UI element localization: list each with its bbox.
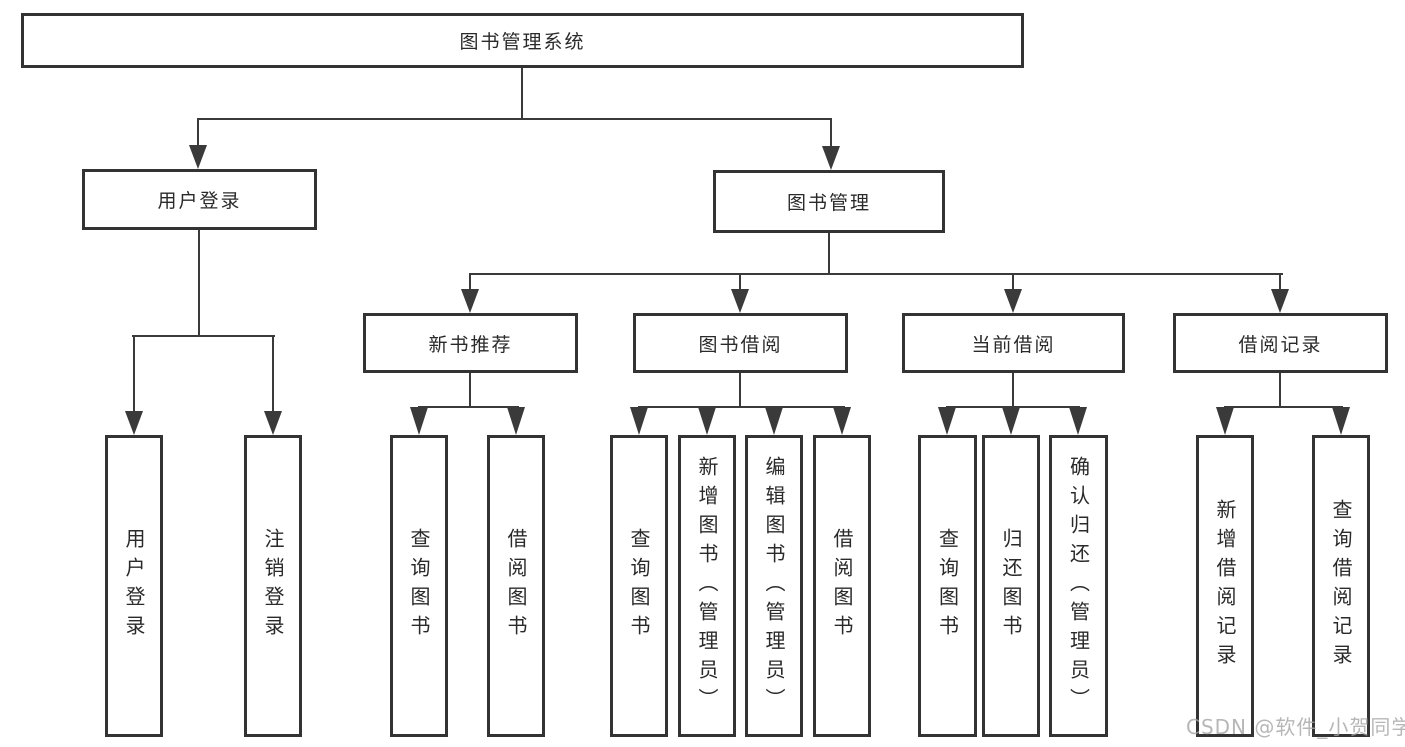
connector-user-login-stub (198, 229, 200, 337)
node-new-book: 新书推荐 (363, 313, 578, 373)
node-user-login: 用户登录 (82, 169, 317, 230)
node-root: 图书管理系统 (21, 13, 1024, 68)
connector-book-mgmt-stub (828, 231, 830, 275)
leaf-newbook-borrow: 借阅图书 (487, 435, 545, 737)
leaf-borrow-edit-label: 编辑图书（管理员） (762, 455, 786, 717)
arrowhead-leaf-d2 (1002, 407, 1020, 435)
leaf-current-return-label: 归还图书 (999, 528, 1023, 644)
arrowhead-leaf-c3 (765, 407, 783, 435)
node-book-borrow-label: 图书借阅 (698, 333, 783, 356)
connector-bus-book-mgmt (469, 273, 1283, 275)
leaf-borrow-query: 查询图书 (610, 435, 668, 737)
leaf-current-query: 查询图书 (918, 435, 977, 737)
arrowhead-borrow-records (1271, 289, 1289, 313)
leaf-borrow-add-label: 新增图书（管理员） (695, 455, 719, 717)
node-new-book-label: 新书推荐 (428, 333, 513, 356)
leaf-record-add: 新增借阅记录 (1196, 435, 1254, 737)
connector-bus-user-login (132, 335, 275, 337)
watermark: CSDN @软件_小贺同学 (1186, 715, 1405, 739)
arrowhead-leaf-e2 (1332, 407, 1350, 435)
node-root-label: 图书管理系统 (459, 31, 586, 53)
leaf-logout: 注销登录 (244, 435, 302, 737)
arrowhead-leaf-d3 (1069, 407, 1087, 435)
leaf-current-confirm-label: 确认归还（管理员） (1066, 455, 1091, 717)
leaf-borrow-query-label: 查询图书 (627, 528, 651, 644)
connector-drop-leaf-a1 (133, 335, 135, 413)
leaf-record-add-label: 新增借阅记录 (1213, 499, 1237, 673)
arrowhead-leaf-b2 (507, 407, 525, 435)
arrowhead-leaf-a1 (125, 411, 143, 435)
arrowhead-book-borrow (731, 289, 749, 313)
connector-drop-current-borrow (1012, 273, 1014, 293)
leaf-borrow-edit: 编辑图书（管理员） (745, 435, 803, 737)
connector-bus-book-borrow (638, 406, 845, 408)
leaf-current-return: 归还图书 (982, 435, 1040, 737)
connector-bus-borrow-records (1224, 406, 1343, 408)
leaf-record-query-label: 查询借阅记录 (1329, 499, 1353, 673)
leaf-borrow-add: 新增图书（管理员） (678, 435, 736, 737)
node-book-mgmt: 图书管理 (713, 170, 945, 233)
node-book-borrow: 图书借阅 (633, 313, 848, 373)
arrowhead-book-mgmt (822, 146, 840, 170)
leaf-current-query-label: 查询图书 (935, 528, 960, 644)
arrowhead-leaf-b1 (410, 407, 428, 435)
connector-drop-leaf-a2 (272, 335, 274, 413)
leaf-current-confirm: 确认归还（管理员） (1049, 435, 1108, 737)
connector-drop-user-login (197, 118, 199, 148)
leaf-borrow-book: 借阅图书 (813, 435, 871, 737)
leaf-newbook-query: 查询图书 (390, 435, 448, 737)
connector-drop-book-borrow (739, 273, 741, 293)
node-borrow-records-label: 借阅记录 (1238, 333, 1323, 356)
node-current-borrow-label: 当前借阅 (971, 333, 1056, 356)
leaf-record-query: 查询借阅记录 (1312, 435, 1370, 737)
arrowhead-user-login (189, 145, 207, 169)
connector-borrow-records-stub (1279, 371, 1281, 408)
arrowhead-leaf-d1 (938, 407, 956, 435)
arrowhead-leaf-c4 (833, 407, 851, 435)
node-book-mgmt-label: 图书管理 (786, 192, 871, 214)
connector-bus-level1 (197, 118, 832, 120)
connector-new-book-stub (469, 371, 471, 408)
connector-current-borrow-stub (1012, 371, 1014, 408)
leaf-borrow-book-label: 借阅图书 (830, 528, 854, 644)
arrowhead-leaf-c2 (698, 407, 716, 435)
connector-book-borrow-stub (739, 371, 741, 408)
connector-drop-new-book (469, 273, 471, 293)
node-borrow-records: 借阅记录 (1173, 313, 1388, 373)
arrowhead-leaf-c1 (630, 407, 648, 435)
arrowhead-new-book (461, 289, 479, 313)
arrowhead-current-borrow (1004, 289, 1022, 313)
connector-drop-borrow-records (1279, 273, 1281, 293)
leaf-user-login-label: 用户登录 (122, 528, 146, 644)
node-current-borrow: 当前借阅 (902, 313, 1125, 373)
leaf-newbook-borrow-label: 借阅图书 (504, 528, 528, 644)
leaf-logout-label: 注销登录 (261, 528, 285, 644)
connector-drop-book-mgmt (830, 118, 832, 148)
connector-root-stub (521, 66, 523, 120)
arrowhead-leaf-e1 (1216, 407, 1234, 435)
leaf-user-login: 用户登录 (105, 435, 163, 737)
connector-bus-new-book (418, 406, 519, 408)
leaf-newbook-query-label: 查询图书 (407, 528, 431, 644)
node-user-login-label: 用户登录 (157, 190, 242, 212)
arrowhead-leaf-a2 (264, 411, 282, 435)
